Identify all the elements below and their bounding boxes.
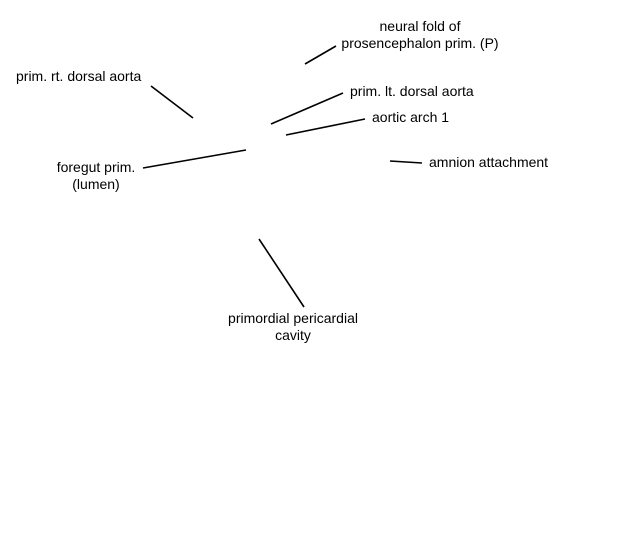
label-foregut-line-2: (lumen)	[72, 176, 120, 192]
leader-foregut	[142, 149, 247, 169]
leader-lt-dorsal-aorta	[270, 92, 344, 125]
leader-neural-fold	[304, 45, 337, 65]
label-neural-fold-line-2: prosencephalon prim. (P)	[341, 35, 499, 51]
label-rt-dorsal-aorta: prim. rt. dorsal aorta	[16, 68, 142, 84]
label-foregut: foregut prim. (lumen)	[44, 159, 148, 193]
leader-amnion	[389, 160, 423, 164]
label-neural-fold-line-1: neural fold of	[379, 18, 461, 34]
label-aortic-arch: aortic arch 1	[372, 109, 450, 125]
label-lt-dorsal-aorta: prim. lt. dorsal aorta	[350, 83, 474, 99]
label-pericardial-line-2: cavity	[275, 327, 311, 343]
label-neural-fold: neural fold of prosencephalon prim. (P)	[332, 18, 508, 52]
label-amnion-attachment: amnion attachment	[429, 154, 549, 170]
label-foregut-line-1: foregut prim.	[56, 159, 136, 175]
leader-aortic-arch	[285, 118, 366, 136]
label-pericardial-cavity: primordial pericardial cavity	[214, 310, 372, 344]
leader-pericardial	[258, 238, 305, 308]
leader-rt-dorsal-aorta	[150, 85, 194, 119]
label-pericardial-line-1: primordial pericardial	[228, 310, 358, 326]
